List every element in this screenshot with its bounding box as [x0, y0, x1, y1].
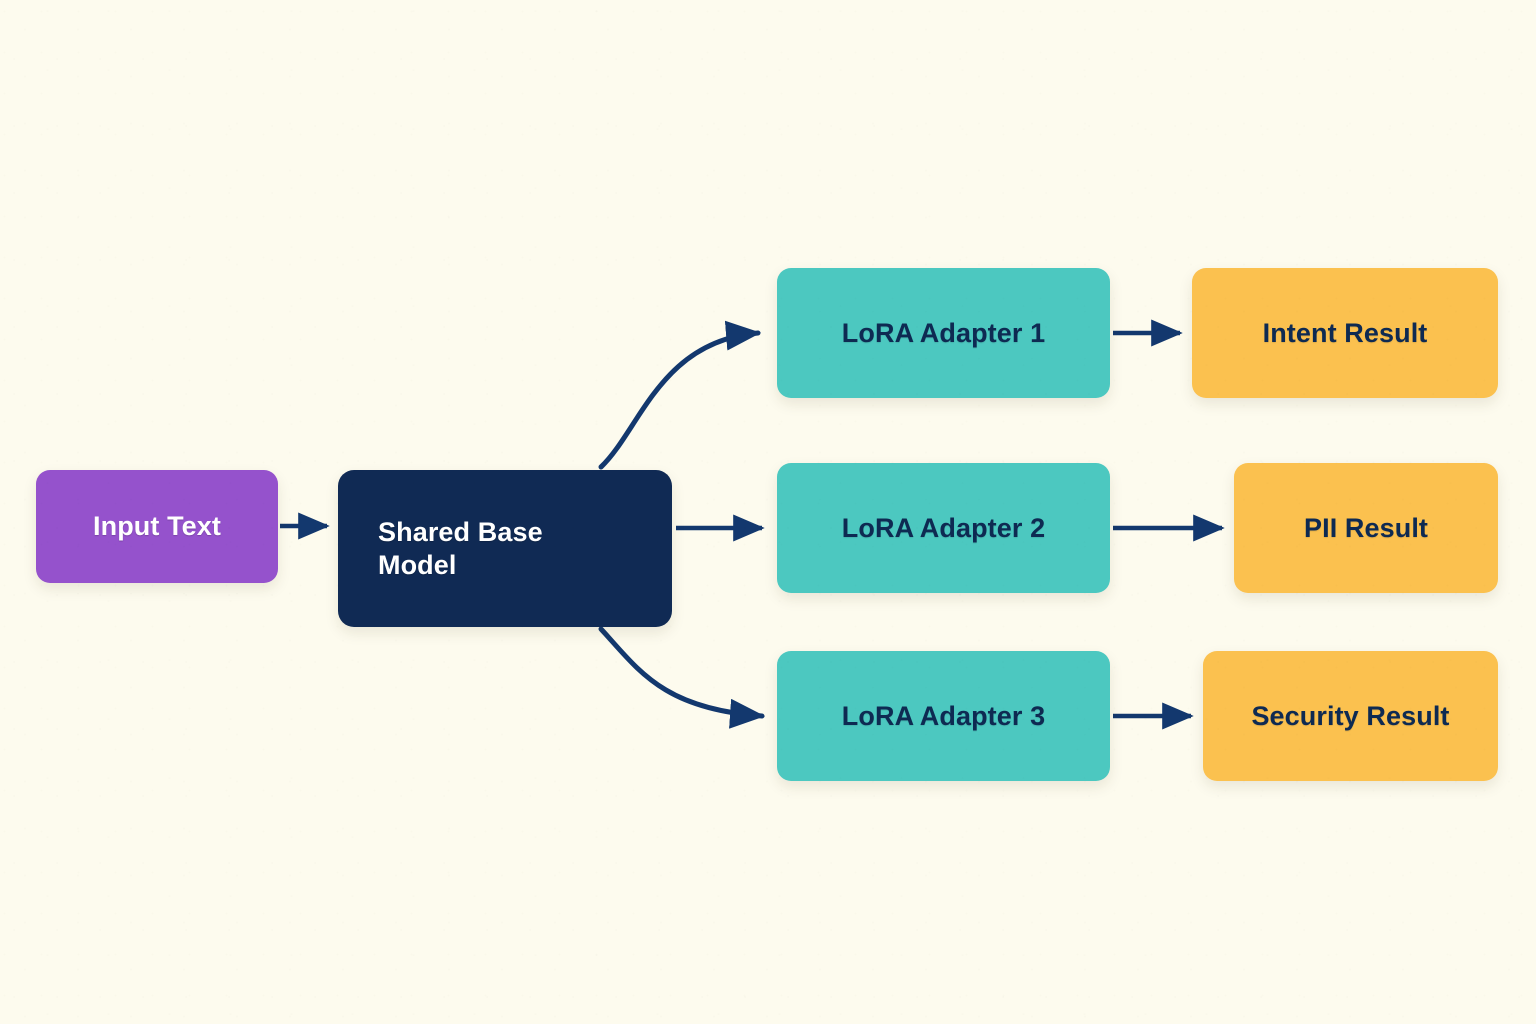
node-input-text[interactable]: Input Text [36, 470, 278, 583]
node-shared-base-model-label: Shared Base Model [378, 516, 543, 580]
node-intent-result-label: Intent Result [1262, 317, 1428, 348]
node-pii-result-label: PII Result [1303, 512, 1429, 543]
node-security-result-label: Security Result [1251, 700, 1450, 731]
node-lora-adapter-3-label: LoRA Adapter 3 [841, 700, 1046, 731]
node-input-text-label: Input Text [93, 511, 221, 542]
node-shared-base-model[interactable]: Shared Base Model [338, 470, 672, 627]
node-lora-adapter-1[interactable]: LoRA Adapter 1 [777, 268, 1110, 398]
node-pii-result[interactable]: PII Result [1234, 463, 1498, 593]
node-lora-adapter-3[interactable]: LoRA Adapter 3 [777, 651, 1110, 781]
node-lora-adapter-2[interactable]: LoRA Adapter 2 [777, 463, 1110, 593]
node-security-result[interactable]: Security Result [1203, 651, 1498, 781]
edge-base-to-adapter-3 [598, 626, 765, 729]
node-intent-result[interactable]: Intent Result [1192, 268, 1498, 398]
node-lora-adapter-1-label: LoRA Adapter 1 [841, 317, 1046, 348]
edge-base-to-adapter-1 [598, 320, 761, 470]
node-lora-adapter-2-label: LoRA Adapter 2 [841, 512, 1046, 543]
